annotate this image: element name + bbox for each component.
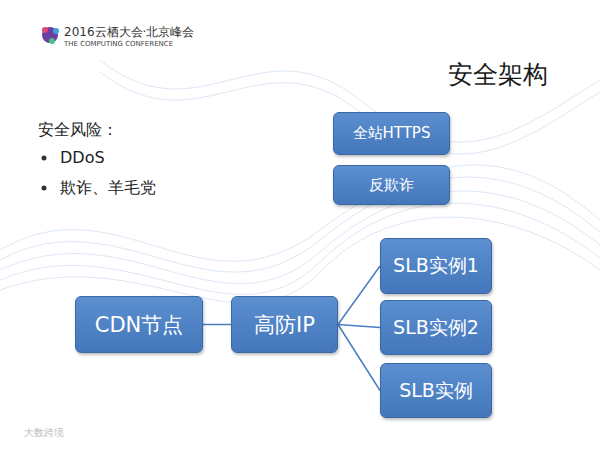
logo-mark xyxy=(42,27,59,44)
process-box: 反欺诈 xyxy=(333,165,450,205)
box-label: SLB实例2 xyxy=(393,315,479,341)
box-label: CDN节点 xyxy=(95,311,184,339)
risk-item: DDoS xyxy=(60,148,105,167)
box-label: 全站HTTPS xyxy=(353,124,431,143)
box-label: SLB实例1 xyxy=(393,253,479,279)
process-box: SLB实例 xyxy=(380,363,492,418)
connector-line xyxy=(338,325,380,328)
connector-line xyxy=(203,324,231,326)
process-box: 高防IP xyxy=(231,296,338,353)
box-label: 反欺诈 xyxy=(369,176,414,195)
watermark: 大数跨境 xyxy=(24,426,64,440)
conference-name: 2016云栖大会·北京峰会 xyxy=(64,24,194,41)
risk-item: 欺诈、羊毛党 xyxy=(60,178,156,199)
connector-line xyxy=(338,266,380,325)
conference-subtitle: THE COMPUTING CONFERENCE xyxy=(64,40,173,48)
slide-title: 安全架构 xyxy=(448,58,548,91)
process-box: 全站HTTPS xyxy=(333,112,450,155)
process-box: SLB实例1 xyxy=(380,238,492,294)
bullet-dots xyxy=(42,156,47,191)
box-label: SLB实例 xyxy=(399,378,473,404)
box-label: 高防IP xyxy=(254,311,315,339)
process-box: SLB实例2 xyxy=(380,300,492,355)
risk-heading: 安全风险： xyxy=(38,120,118,141)
connector-line xyxy=(338,325,380,391)
process-box: CDN节点 xyxy=(75,296,203,353)
